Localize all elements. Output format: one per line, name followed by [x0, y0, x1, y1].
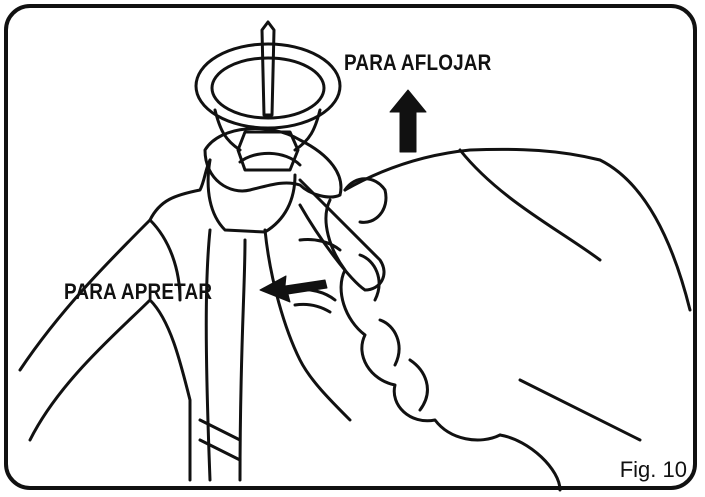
loosen-label: PARA AFLOJAR — [344, 50, 491, 76]
hand-lower — [500, 435, 560, 490]
nozzle-stem — [262, 22, 274, 115]
body-center-right — [240, 240, 245, 480]
wrench-jaw — [240, 153, 300, 165]
body-outline — [20, 160, 210, 370]
hand-back — [345, 149, 690, 310]
body-groove — [200, 420, 240, 460]
hand-wrist — [460, 150, 640, 440]
arrow-up-icon — [390, 90, 426, 152]
arrow-left-icon — [260, 276, 327, 302]
tighten-label: PARA APRETAR — [64, 279, 212, 305]
hex-nut — [238, 132, 298, 170]
hand-fingers — [326, 200, 500, 440]
figure-caption: Fig. 10 — [620, 457, 687, 483]
nozzle-ring-inner — [212, 58, 324, 118]
body-inner-line — [30, 300, 190, 480]
